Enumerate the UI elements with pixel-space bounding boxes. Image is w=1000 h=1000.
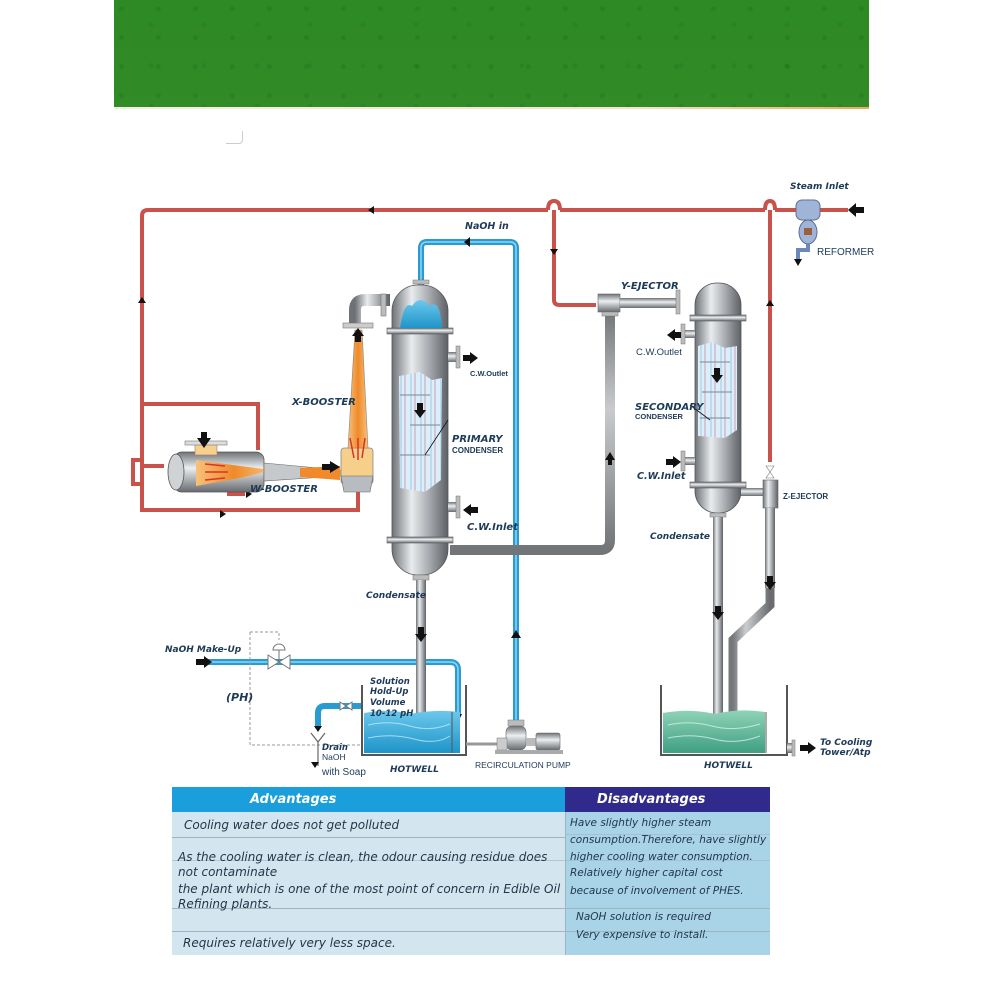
advantage-item: the plant which is one of the most point… (178, 882, 561, 896)
disadvantages-column (565, 787, 770, 955)
steam-inlet-arrow (848, 203, 864, 217)
row-divider (172, 860, 770, 861)
primary-hotwell-label: HOTWELL (390, 765, 439, 775)
secondary-condenser (680, 282, 763, 518)
solution-holdup-line2: Hold-Up (370, 687, 408, 697)
x-booster (340, 293, 390, 493)
primary-condenser (386, 279, 461, 581)
primary-condensate-label: Condensate (366, 591, 426, 601)
z-ejector-down-arrow (764, 576, 776, 590)
drain-down-arrow (311, 762, 319, 768)
vapor-up-arrow (605, 452, 615, 465)
solution-holdup-line3: Volume (370, 698, 406, 708)
w-booster (167, 440, 341, 493)
recirc-up-arrow (511, 630, 521, 638)
secondary-cw-inlet-arrow (666, 456, 681, 468)
drain-arrow (314, 726, 322, 732)
advantage-item: not contaminate (178, 865, 278, 879)
secondary-condensate-arrow (712, 606, 724, 620)
disadvantage-item: higher cooling water consumption. (570, 851, 753, 863)
recirculation-pump-label: RECIRCULATION PUMP (475, 760, 571, 770)
disadvantage-item: consumption.Therefore, have slightly (570, 834, 767, 846)
disadvantage-item: Very expensive to install. (576, 929, 709, 941)
advantages-column (172, 787, 565, 955)
z-ejector (728, 465, 779, 715)
secondary-condenser-label: CONDENSER (635, 412, 684, 421)
primary-cw-inlet-label: C.W.Inlet (467, 522, 519, 533)
disadvantage-item: NaOH solution is required (576, 911, 711, 923)
ph-label: (PH) (226, 691, 253, 704)
row-divider (172, 837, 565, 838)
recirculation-pump (466, 719, 563, 754)
primary-condensate-pipe (416, 580, 426, 720)
z-ejector-label: Z-EJECTOR (783, 492, 828, 501)
advantage-item: Cooling water does not get polluted (184, 818, 400, 832)
advantages-disadvantages-table: Advantages Disadvantages Cooling water d… (172, 787, 770, 955)
solution-holdup-line1: Solution (370, 677, 410, 687)
secondary-hotwell-label: HOTWELL (704, 761, 753, 771)
banner-edge (114, 107, 869, 109)
primary-cw-inlet-arrow (463, 504, 478, 516)
primary-condenser-label: CONDENSER (452, 446, 503, 455)
to-cooling-line2: Tower/Atp (820, 748, 871, 758)
primary-condensate-arrow (415, 627, 427, 642)
y-ejector (597, 289, 681, 317)
reformer-label: REFORMER (817, 247, 874, 258)
primary-label: PRIMARY (452, 434, 504, 445)
secondary-hotwell (660, 685, 796, 757)
secondary-label: SECONDARY (635, 402, 705, 413)
steam-inlet-valve (794, 199, 821, 266)
drain-valve (339, 701, 353, 711)
row-divider (172, 931, 770, 932)
primary-down-arrow (414, 403, 426, 418)
naoh-in-arrow (464, 237, 470, 247)
steam-inlet-label: Steam Inlet (790, 182, 849, 192)
secondary-condensate-label: Condensate (650, 532, 710, 542)
advantage-item: Requires relatively very less space. (183, 936, 396, 950)
row-divider (565, 834, 770, 835)
w-booster-steam-arrow (197, 432, 211, 448)
secondary-cw-outlet-arrow (667, 329, 681, 341)
vapor-transfer-pipe (450, 315, 615, 555)
steam-pipes (131, 198, 848, 512)
advantage-item: As the cooling water is clean, the odour… (178, 850, 548, 864)
header-banner (114, 0, 869, 107)
x-booster-up-arrow (352, 328, 364, 342)
disadvantages-header: Disadvantages (565, 787, 770, 812)
drain-naoh-label: NaOH (322, 752, 346, 762)
primary-cw-outlet-label: C.W.Outlet (470, 369, 508, 378)
naoh-makeup-label: NaOH Make-Up (165, 645, 242, 655)
row-divider (172, 908, 770, 909)
ph-control-valve (267, 643, 291, 670)
to-cooling-arrow (800, 742, 816, 754)
advantage-item: Refining plants. (178, 897, 273, 911)
page-mark (226, 131, 243, 144)
solution-holdup-line4: 10-12 pH (370, 709, 413, 719)
secondary-down-arrow (711, 368, 723, 383)
to-cooling-line1: To Cooling (820, 738, 873, 748)
advantages-header: Advantages (172, 787, 565, 812)
x-booster-label: X-BOOSTER (291, 397, 356, 408)
naoh-in-label: NaOH in (465, 221, 509, 232)
column-divider (565, 812, 566, 955)
w-booster-flow-arrow (322, 461, 340, 473)
disadvantage-item: Relatively higher capital cost (570, 867, 723, 879)
y-ejector-label: Y-EJECTOR (621, 281, 679, 292)
drain-label: Drain (322, 743, 348, 753)
disadvantage-item: because of involvement of PHES. (570, 885, 744, 897)
naoh-makeup-arrow (196, 656, 212, 668)
primary-cw-outlet-arrow (463, 352, 478, 364)
disadvantage-item: Have slightly higher steam (570, 817, 712, 829)
secondary-cw-outlet-label: C.W.Outlet (636, 347, 682, 358)
w-booster-label: W-BOOSTER (250, 484, 318, 495)
drain-soap-label: with Soap (321, 767, 366, 778)
primary-hotwell (361, 685, 467, 756)
ph-control-loop (249, 631, 362, 746)
secondary-cw-inlet-label: C.W.Inlet (637, 471, 686, 482)
